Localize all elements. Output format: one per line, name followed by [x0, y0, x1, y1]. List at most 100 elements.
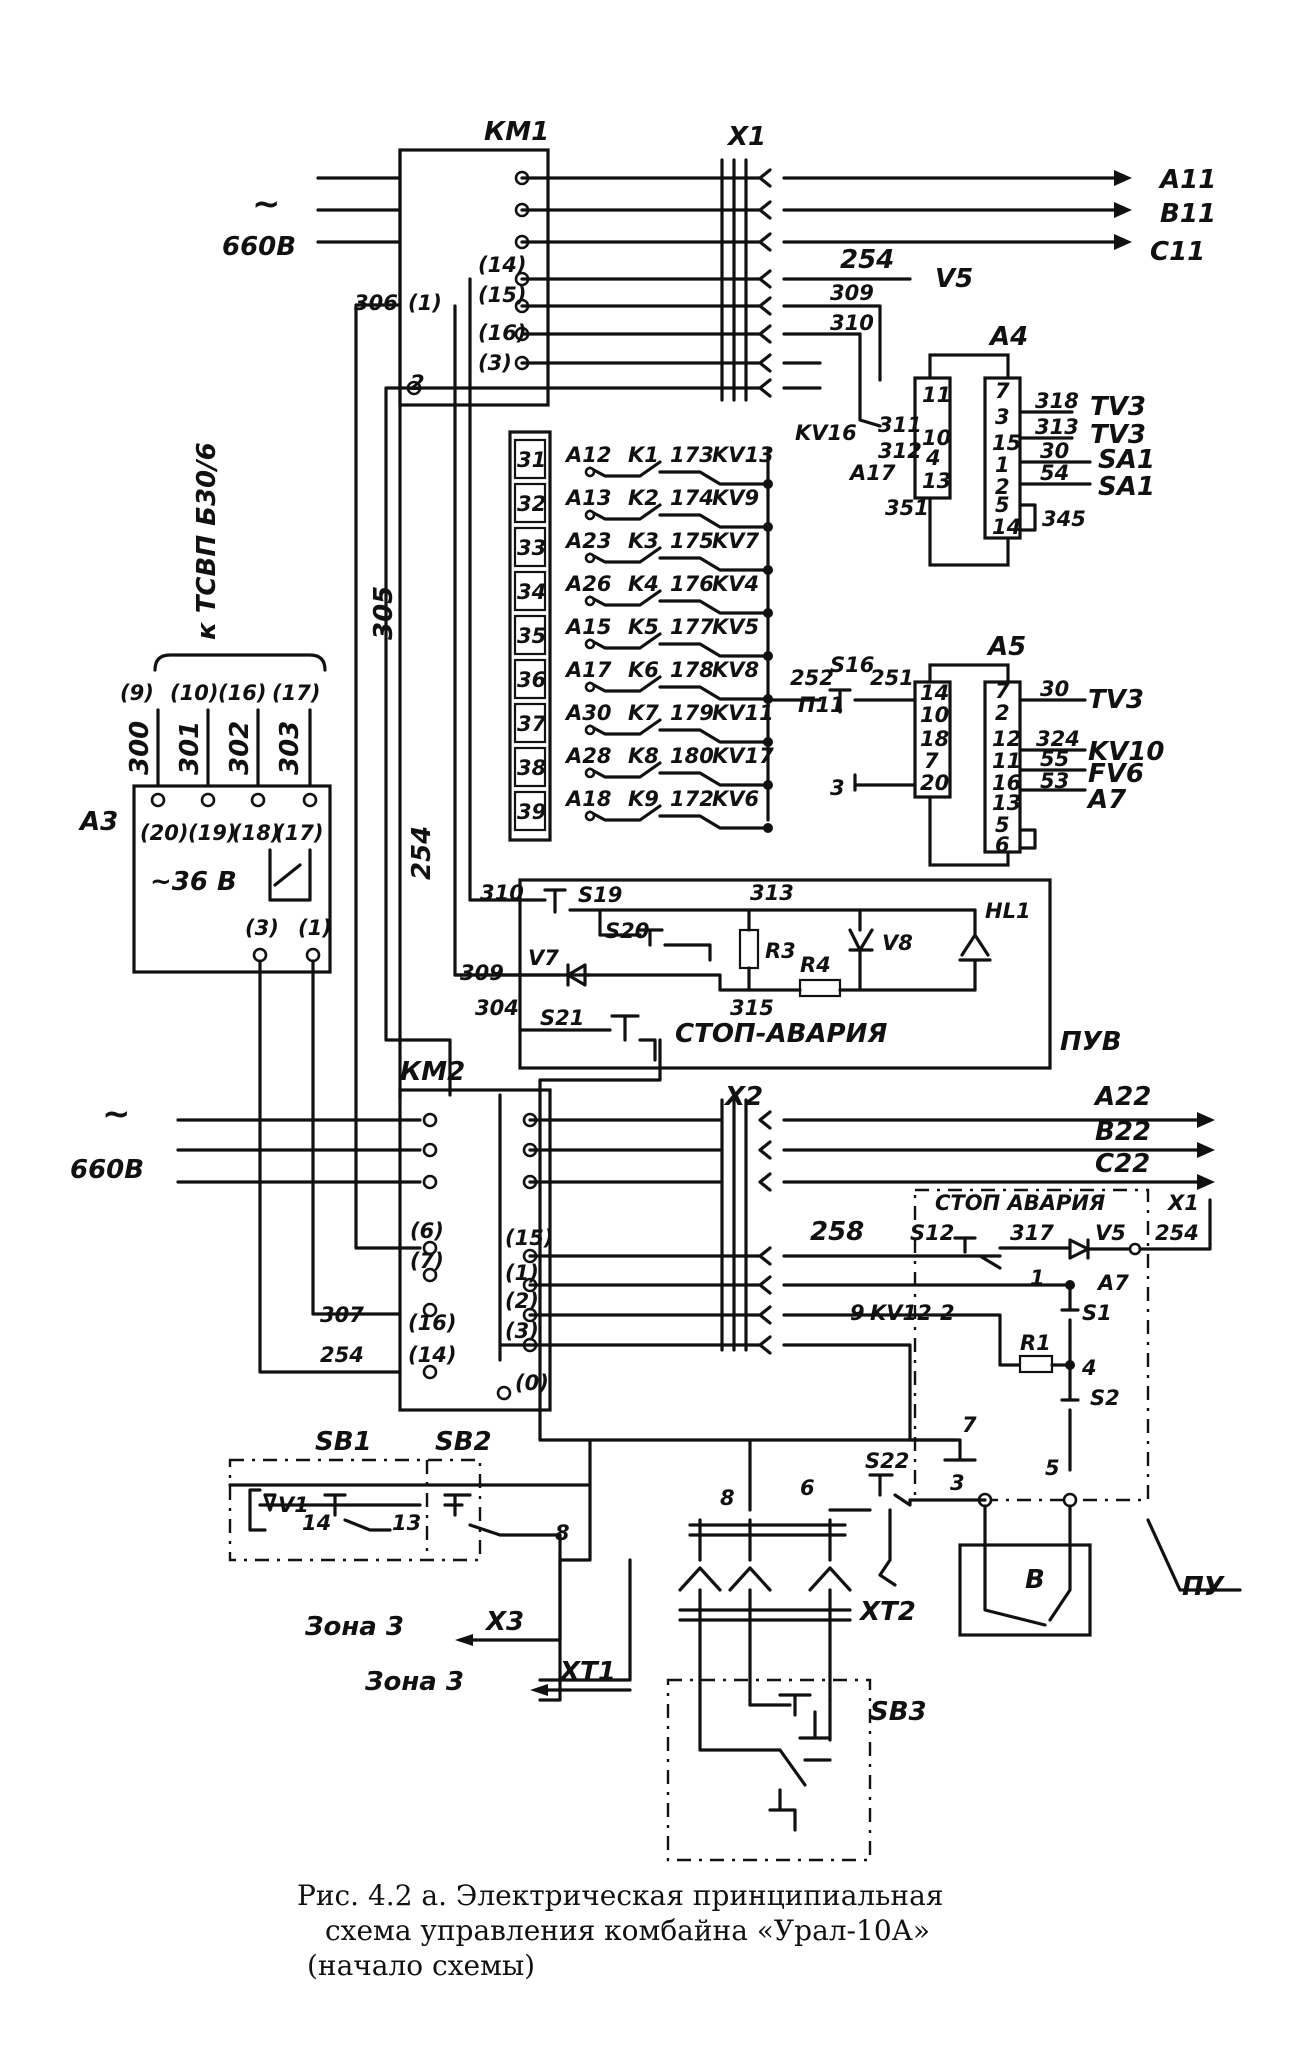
node-315: 315	[730, 996, 774, 1020]
strip-cell	[513, 438, 547, 480]
relay-label: A26	[564, 572, 611, 596]
a4-in-13: 13	[922, 469, 951, 493]
wire-251: 251	[870, 666, 914, 690]
a4-in-11: 11	[922, 383, 951, 407]
a4-module: А4 KV16 311 312 A17 351 11 10 4 13 7 3 1…	[795, 304, 1155, 567]
relay-label: KV11	[712, 701, 774, 725]
a3-pin-17b: (17)	[275, 821, 323, 845]
a5-in-10: 10	[920, 703, 949, 727]
caption-line-1: Рис. 4.2 а. Электрическая принципиальная	[297, 1879, 943, 1912]
switch-s21: S21	[540, 1006, 584, 1030]
wire-309-puv: 309	[460, 961, 504, 985]
pu-a7: A7	[1096, 1271, 1129, 1295]
km2-pin-14: (14)	[408, 1343, 456, 1367]
strip-cell-label: 32	[517, 492, 546, 516]
a4-out-tv3-1: TV3	[1090, 392, 1146, 422]
a3-pin-18: (18)	[232, 821, 280, 845]
x2-connector: X2 A22 B22 C22	[528, 1082, 1215, 1422]
switch-s2: S2	[1090, 1386, 1120, 1410]
supply-bottom: ~ 660В	[70, 1094, 422, 1185]
a5-out-13: 13	[992, 791, 1021, 815]
resistor-r1: R1	[1020, 1331, 1051, 1355]
supply-bottom-voltage: 660В	[70, 1155, 144, 1185]
wire-310-puv: 310	[480, 881, 524, 905]
a3-top-pin-9: (9)	[120, 681, 154, 705]
a4-in-4: 4	[925, 446, 941, 470]
relay-label: K6	[628, 658, 659, 682]
km2-pin-2: (2)	[505, 1289, 539, 1313]
relay-label: A23	[564, 529, 611, 553]
relay-label: KV5	[712, 615, 759, 639]
a3-wire-302: 302	[225, 721, 255, 775]
a5-wire-53: 53	[1040, 769, 1069, 793]
km2-pin-3: (3)	[505, 1319, 539, 1343]
a3-wire-300: 300	[125, 721, 155, 775]
a4-wire-30: 30	[1040, 439, 1069, 463]
resistor-r4: R4	[800, 953, 831, 977]
strip-cell	[513, 526, 547, 568]
relay-label: 173	[670, 443, 714, 467]
kv12-label: KV12	[870, 1301, 932, 1325]
diode-v8: V8	[882, 931, 913, 955]
relay-label: K9	[628, 787, 659, 811]
a5-out-2: 2	[995, 701, 1010, 725]
xt2-label: ХТ2	[858, 1597, 916, 1627]
zone-3-first: Зона 3	[304, 1612, 404, 1642]
relay-label: 176	[670, 572, 714, 596]
a3-pin-19: (19)	[188, 821, 236, 845]
output-c22: C22	[1095, 1149, 1150, 1179]
km2-pin-1: (1)	[505, 1261, 539, 1285]
relay-label: K2	[628, 486, 659, 510]
a5-wire-30: 30	[1040, 677, 1069, 701]
a3-top-pin-17: (17)	[272, 681, 320, 705]
relay-label: K1	[628, 443, 659, 467]
a5-out-6: 6	[995, 833, 1010, 857]
km2-label: КМ2	[400, 1057, 465, 1087]
km2-contactor: КМ2 (6) (7) (16) (14) 307 254 (15) (1) (…	[320, 1057, 722, 1412]
a5-in-7: 7	[924, 749, 939, 773]
a4-wire-54: 54	[1040, 461, 1069, 485]
a3-label: А3	[78, 807, 118, 837]
stop-emergency-label: СТОП-АВАРИЯ	[675, 1019, 887, 1049]
a5-wire-55: 55	[1040, 747, 1069, 771]
b-module: В	[958, 1504, 1092, 1637]
km1-pin-16: (16)	[478, 321, 526, 345]
relay-label: KV4	[712, 572, 759, 596]
a4-out-7: 7	[995, 379, 1010, 403]
caption-line-2: схема управления комбайна «Урал-10А»	[325, 1914, 930, 1947]
a3-pin-1: (1)	[298, 916, 332, 940]
km1-pin-3: (3)	[478, 351, 512, 375]
a4-out-2: 2	[995, 475, 1010, 499]
a4-out-5: 5	[995, 493, 1010, 517]
node-13: 13	[392, 1511, 421, 1535]
output-b22: B22	[1095, 1117, 1151, 1147]
strip-cell	[513, 658, 547, 700]
relay-label: K7	[628, 701, 659, 725]
pu-x1-label: X1	[1166, 1191, 1199, 1215]
km1-pin-2: 2	[410, 371, 425, 395]
strip-cell-label: 31	[517, 448, 546, 472]
puv-panel: ПУВ 310 309 S19 313 S20 R3 V8 R4 HL1 V7 …	[453, 878, 1122, 1202]
relay-label: K4	[628, 572, 659, 596]
a4-in-10: 10	[922, 426, 951, 450]
a4-out-1: 1	[995, 453, 1010, 477]
km2-pin-7: (7)	[410, 1249, 444, 1273]
a4-out-14: 14	[992, 515, 1021, 539]
pu-node-4: 4	[1081, 1356, 1097, 1380]
node-8: 8	[555, 1521, 570, 1545]
x2-label: X2	[723, 1082, 763, 1112]
supply-top-symbol: ~	[252, 184, 281, 224]
a5-in-20: 20	[920, 771, 949, 795]
wire-351: 351	[885, 496, 929, 520]
wire-305: 305	[369, 586, 399, 640]
pu-panel: СТОП АВАРИЯ X1 S12 317 V5 254 258 1 A7 S…	[810, 1188, 1242, 1602]
a5-out-7: 7	[995, 679, 1010, 703]
